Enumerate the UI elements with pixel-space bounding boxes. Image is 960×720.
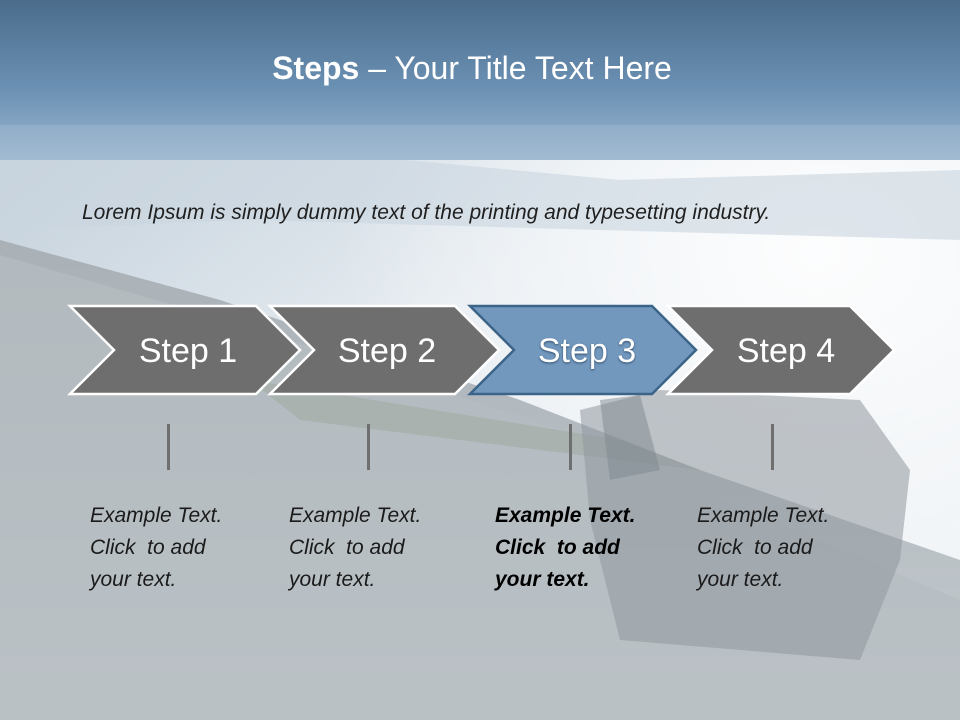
step-1-label[interactable]: Step 1	[138, 332, 238, 370]
step-4-text[interactable]: Example Text. Click to add your text.	[697, 500, 867, 596]
step-4-label[interactable]: Step 4	[736, 332, 836, 370]
step-1-text[interactable]: Example Text. Click to add your text.	[90, 500, 260, 596]
lead-paragraph: Lorem Ipsum is simply dummy text of the …	[82, 201, 771, 224]
step-2-text-line-1: Example Text.	[289, 504, 422, 527]
step-1-connector	[167, 424, 170, 470]
step-3-label[interactable]: Step 3	[537, 332, 637, 370]
step-3-text-line-3: your text.	[495, 568, 590, 591]
step-3-chevron[interactable]	[466, 304, 698, 396]
step-1-chevron[interactable]	[66, 304, 302, 396]
step-1-text-line-2: Click to add	[90, 536, 206, 559]
step-4-text-line-3: your text.	[697, 568, 784, 591]
step-2-text[interactable]: Example Text. Click to add your text.	[289, 500, 459, 596]
step-1-text-line-3: your text.	[90, 568, 177, 591]
step-3-text[interactable]: Example Text. Click to add your text.	[495, 500, 665, 596]
step-2-chevron[interactable]	[266, 304, 501, 396]
step-2-connector	[367, 424, 370, 470]
step-2-text-line-3: your text.	[289, 568, 376, 591]
slide-title: Steps – Your Title Text Here	[0, 50, 944, 87]
step-2-text-line-2: Click to add	[289, 536, 405, 559]
step-4-text-line-1: Example Text.	[697, 504, 830, 527]
step-3-text-line-2: Click to add	[495, 536, 620, 559]
step-4-connector	[771, 424, 774, 470]
step-1-text-line-1: Example Text.	[90, 504, 223, 527]
step-4-text-line-2: Click to add	[697, 536, 813, 559]
title-rest: – Your Title Text Here	[359, 50, 672, 86]
title-bold: Steps	[272, 50, 360, 86]
step-4-chevron[interactable]	[664, 304, 896, 396]
step-3-connector	[569, 424, 572, 470]
step-3-text-line-1: Example Text.	[495, 504, 636, 527]
step-2-label[interactable]: Step 2	[337, 332, 437, 370]
